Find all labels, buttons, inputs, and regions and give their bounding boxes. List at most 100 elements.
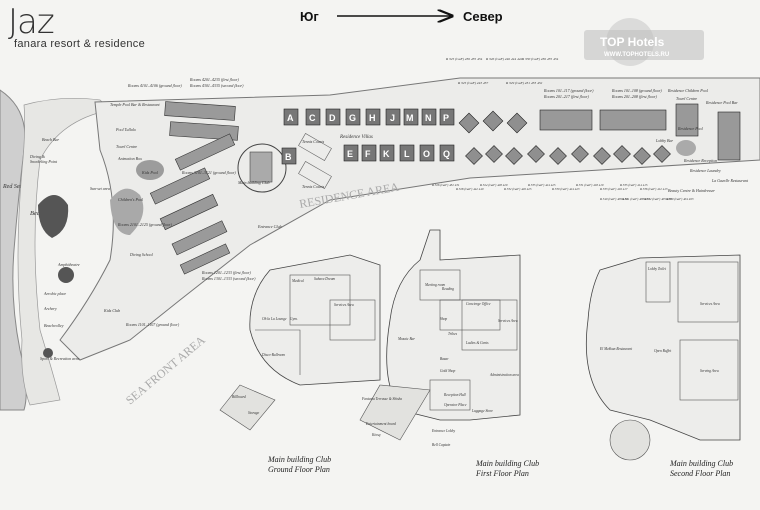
sea-front-area-label: SEA FRONT AREA: [123, 333, 208, 408]
plan-room-label: Tribes: [448, 332, 458, 336]
facility-label: Residence Pool: [677, 126, 704, 131]
room-blocks-sea-front: [149, 101, 239, 275]
main-pool: [110, 188, 144, 235]
villa-code: R 336 (GaF) 412 413: [639, 187, 668, 191]
villa-n: [421, 108, 437, 126]
plan-room-label: Gold Shop: [440, 369, 455, 373]
villa-p: [439, 108, 455, 126]
plan-room-label: Sahara Dream: [314, 277, 336, 281]
beach-label: Beachvolley: [44, 323, 64, 328]
villa-f: [361, 144, 377, 162]
villa-o: [419, 144, 435, 162]
plan-room-label: Serving Area: [700, 369, 719, 373]
watermark-badge: TOP Hotels WWW.TOPHOTELS.RU: [584, 18, 704, 66]
tennis-court: [298, 161, 332, 189]
plan-room-label: Gym.: [290, 317, 298, 321]
plan-room-label: Shop: [440, 317, 447, 321]
villa-j: [385, 108, 401, 126]
villa-code: R 342 (GaF) 405 406: [643, 197, 672, 201]
villa-g: [345, 108, 361, 126]
villa-e: [343, 144, 359, 162]
first-floor-plan: Meeting room Reading Shop Tribes Mozaic …: [359, 229, 539, 478]
villa-letter: A: [287, 113, 294, 123]
residence-villas-bottom: B E F K L O Q: [281, 144, 455, 165]
villa-c: [305, 108, 321, 126]
villa-letter: J: [390, 113, 395, 123]
plan-room-label: Operator Place: [444, 403, 467, 407]
villa-m: [403, 108, 419, 126]
plan-room-label: Entrance Lobby: [431, 429, 455, 433]
main-building-club-marker: [237, 143, 287, 193]
plan-title: Main building Club: [669, 459, 733, 468]
facility-label: Children's Pool: [118, 197, 144, 202]
beach-strip: [17, 97, 111, 406]
beach-feature-dark: [38, 195, 69, 238]
room-label: Rooms 1201–1233 (first floor): [201, 270, 251, 275]
villa-code: R 324 (GaF) 428 429: [479, 183, 508, 187]
facility-label: Tennis Courts: [302, 139, 325, 144]
villa-code: R 341 (GaF) 408 407: [621, 197, 650, 201]
plan-room-label: El Mekkan Restaurant: [599, 347, 633, 351]
facility-label: Kids Pool: [141, 170, 159, 175]
beach-label: Diving &: [29, 154, 46, 159]
villa-letter: C: [309, 113, 316, 123]
facility-label: Entrance Club: [257, 224, 281, 229]
room-label: Rooms 4301–4335 (second floor): [189, 83, 244, 88]
plan-room-label: Services Area: [700, 302, 720, 306]
sport-area-dot: [43, 348, 53, 358]
plan-subtitle: First Floor Plan: [475, 469, 529, 478]
plan-room-label: Reception Hall: [443, 393, 466, 397]
villa-letter: B: [285, 152, 292, 162]
beach-label: Archery: [43, 306, 57, 311]
facility-label: Kids Club: [103, 308, 120, 313]
watermark-url: WWW.TOPHOTELS.RU: [604, 52, 669, 58]
room-label: Rooms 1101–1107 (ground floor): [125, 322, 180, 327]
villa-code: R 333 (GaF) 416 417: [599, 187, 628, 191]
plan-subtitle: Second Floor Plan: [670, 469, 730, 478]
villa-code: R 330 (GaF) 424 423: [551, 187, 580, 191]
room-label: Rooms 2101–2125 (ground floor): [117, 222, 172, 227]
plan-room-label: Concierge Office: [466, 302, 491, 306]
beach-label: Beach: [30, 210, 46, 217]
villa-code: R 330 (GaF) 436 435 434: [521, 57, 559, 61]
beach-label: Amphitheatre: [57, 262, 80, 267]
room-label: Rooms 3101–3121 (ground floor): [181, 170, 236, 175]
plan-room-label: Bazar: [440, 357, 449, 361]
beach-label: Aerobic place: [43, 291, 66, 296]
beach-label: Sun-set area: [90, 186, 110, 191]
direction-north-label: Север: [463, 9, 503, 24]
beach-label: Snorkeling Point: [30, 159, 58, 164]
plan-room-label: Oh la La Lounge: [262, 317, 287, 321]
villa-code: R 325 (GaF) 436 435 434: [445, 57, 483, 61]
facility-label: Diving School: [129, 252, 154, 257]
residence-villas-top: A C D G H J M N P: [283, 108, 455, 126]
room-label: Rooms 4101–4106 (ground floor): [127, 83, 182, 88]
villa-code: R 325 (GaF) 443 437: [457, 81, 488, 85]
villa-letter: P: [443, 113, 449, 123]
villa-letter: K: [383, 149, 390, 159]
facility-label: Beauty Centre & Hairdresser: [668, 188, 715, 193]
villa-letter: Q: [443, 149, 450, 159]
room-label: Rooms 201–208 (first floor): [611, 94, 657, 99]
villa-q: [439, 144, 455, 162]
facility-label: Tennis Courts: [302, 184, 325, 189]
amphitheatre-dot: [58, 267, 74, 283]
plan-room-label: Meeting room: [424, 283, 446, 287]
plan-room-label: Bell Captain: [432, 443, 450, 447]
villa-d: [325, 108, 341, 126]
villa-letter: G: [349, 113, 356, 123]
kids-pool: [136, 160, 164, 180]
tennis-court: [298, 133, 332, 161]
direction-south-label: Юг: [300, 9, 319, 24]
plan-room-label: Billboard: [232, 395, 246, 399]
residence-diamond-villas: [458, 110, 671, 165]
plan-title: Main building Club: [475, 459, 539, 468]
main-building-club-block: [249, 151, 273, 183]
villa-code: R 328 (GaF) 442 440: [455, 187, 484, 191]
villa-code: R 332 (GaF) 426 425: [503, 187, 532, 191]
villa-code: R 326 (GaF) 432 431: [431, 183, 460, 187]
villa-code: R 326 (GaF) 446 444 442: [485, 57, 523, 61]
villa-code: R 329 (GaF) 431 433 432: [505, 81, 543, 85]
facility-label: Residence Laundry: [689, 168, 721, 173]
facility-label: Residence Pool Bar: [705, 100, 738, 105]
